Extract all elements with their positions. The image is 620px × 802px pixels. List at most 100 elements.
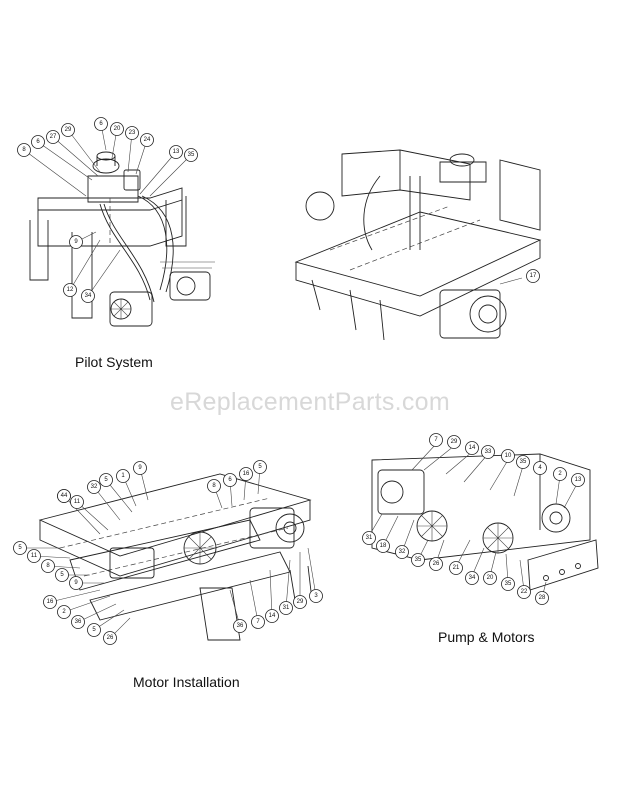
part-callout-number: 8 <box>46 563 50 569</box>
part-callout: 31 <box>362 531 376 545</box>
part-callout: 9 <box>69 576 83 590</box>
part-callout-number: 5 <box>104 477 108 483</box>
part-callout: 13 <box>571 473 585 487</box>
part-callout-number: 17 <box>530 273 537 279</box>
part-callout: 33 <box>481 445 495 459</box>
part-callout: 29 <box>61 123 75 137</box>
part-callout-number: 5 <box>18 545 22 551</box>
part-callout: 11 <box>70 495 84 509</box>
part-callout-number: 36 <box>75 619 82 625</box>
part-callout: 9 <box>133 461 147 475</box>
part-callout: 16 <box>43 595 57 609</box>
pump-motors-illustration <box>368 443 599 599</box>
part-callout: 3 <box>309 589 323 603</box>
part-callout-number: 8 <box>22 147 26 153</box>
part-callout-number: 32 <box>91 484 98 490</box>
part-callout: 12 <box>63 283 77 297</box>
part-callout-number: 14 <box>269 613 276 619</box>
part-callout-number: 3 <box>314 593 318 599</box>
part-callout: 8 <box>207 479 221 493</box>
part-callout-number: 9 <box>138 465 142 471</box>
part-callout-number: 6 <box>36 139 40 145</box>
part-callout-number: 26 <box>107 635 114 641</box>
part-callout-number: 13 <box>173 149 180 155</box>
part-callout: 32 <box>87 480 101 494</box>
part-callout: 23 <box>125 126 139 140</box>
part-callout-number: 5 <box>258 464 262 470</box>
part-callout-number: 34 <box>85 293 92 299</box>
part-callout-number: 5 <box>92 627 96 633</box>
part-callout: 14 <box>465 441 479 455</box>
part-callout: 36 <box>71 615 85 629</box>
watermark-text: eReplacementParts.com <box>169 388 451 416</box>
part-callout-number: 35 <box>505 581 512 587</box>
caption-pump-motors: Pump & Motors <box>438 629 535 645</box>
part-callout-number: 7 <box>256 619 260 625</box>
part-callout: 9 <box>69 235 83 249</box>
caption-motor-installation: Motor Installation <box>133 674 240 690</box>
part-callout-number: 8 <box>212 483 216 489</box>
part-callout: 13 <box>169 145 183 159</box>
pilot-system-illustration <box>23 123 215 327</box>
part-callout-number: 29 <box>451 439 458 445</box>
part-callout: 18 <box>376 539 390 553</box>
part-callout-number: 5 <box>60 572 64 578</box>
part-callout-number: 11 <box>31 553 38 559</box>
part-callout: 20 <box>110 122 124 136</box>
part-callout: 35 <box>411 553 425 567</box>
part-callout-number: 9 <box>74 239 78 245</box>
part-callout-number: 32 <box>399 549 406 555</box>
part-callout-number: 4 <box>538 465 542 471</box>
part-callout: 27 <box>46 130 60 144</box>
part-callout: 35 <box>516 455 530 469</box>
part-callout: 6 <box>223 473 237 487</box>
part-callout-number: 1 <box>121 473 125 479</box>
part-callout-number: 31 <box>366 535 373 541</box>
part-callout: 6 <box>31 135 45 149</box>
part-callout: 29 <box>293 595 307 609</box>
part-callout-number: 9 <box>74 580 78 586</box>
part-callout: 29 <box>447 435 461 449</box>
part-callout-number: 35 <box>188 152 195 158</box>
part-callout: 7 <box>251 615 265 629</box>
part-callout-number: 20 <box>487 575 494 581</box>
part-callout: 34 <box>81 289 95 303</box>
part-callout: 32 <box>395 545 409 559</box>
part-callout: 2 <box>553 467 567 481</box>
part-callout-number: 27 <box>50 134 57 140</box>
part-callout-number: 12 <box>67 287 74 293</box>
part-callout: 16 <box>239 467 253 481</box>
motor-installation-illustration <box>20 466 317 641</box>
part-callout-number: 16 <box>243 471 250 477</box>
part-callout: 6 <box>94 117 108 131</box>
part-callout: 17 <box>526 269 540 283</box>
part-callout: 2 <box>57 605 71 619</box>
part-callout-number: 18 <box>380 543 387 549</box>
part-callout-number: 2 <box>62 609 66 615</box>
part-callout-number: 26 <box>433 561 440 567</box>
part-callout-number: 6 <box>228 477 232 483</box>
part-callout: 28 <box>535 591 549 605</box>
part-callout: 8 <box>17 143 31 157</box>
part-callout: 44 <box>57 489 71 503</box>
part-callout: 14 <box>265 609 279 623</box>
part-callout: 10 <box>501 449 515 463</box>
part-callout-number: 29 <box>65 127 72 133</box>
part-callout: 36 <box>233 619 247 633</box>
part-callout: 11 <box>27 549 41 563</box>
part-callout: 22 <box>517 585 531 599</box>
part-callout: 35 <box>501 577 515 591</box>
part-callout: 4 <box>533 461 547 475</box>
part-callout-number: 7 <box>434 437 438 443</box>
part-callout-number: 28 <box>539 595 546 601</box>
part-callout: 5 <box>13 541 27 555</box>
part-callout: 31 <box>279 601 293 615</box>
part-callout: 1 <box>116 469 130 483</box>
part-callout-number: 24 <box>144 137 151 143</box>
part-callout: 26 <box>103 631 117 645</box>
part-callout: 21 <box>449 561 463 575</box>
part-callout: 5 <box>253 460 267 474</box>
part-callout: 35 <box>184 148 198 162</box>
part-callout-number: 22 <box>521 589 528 595</box>
